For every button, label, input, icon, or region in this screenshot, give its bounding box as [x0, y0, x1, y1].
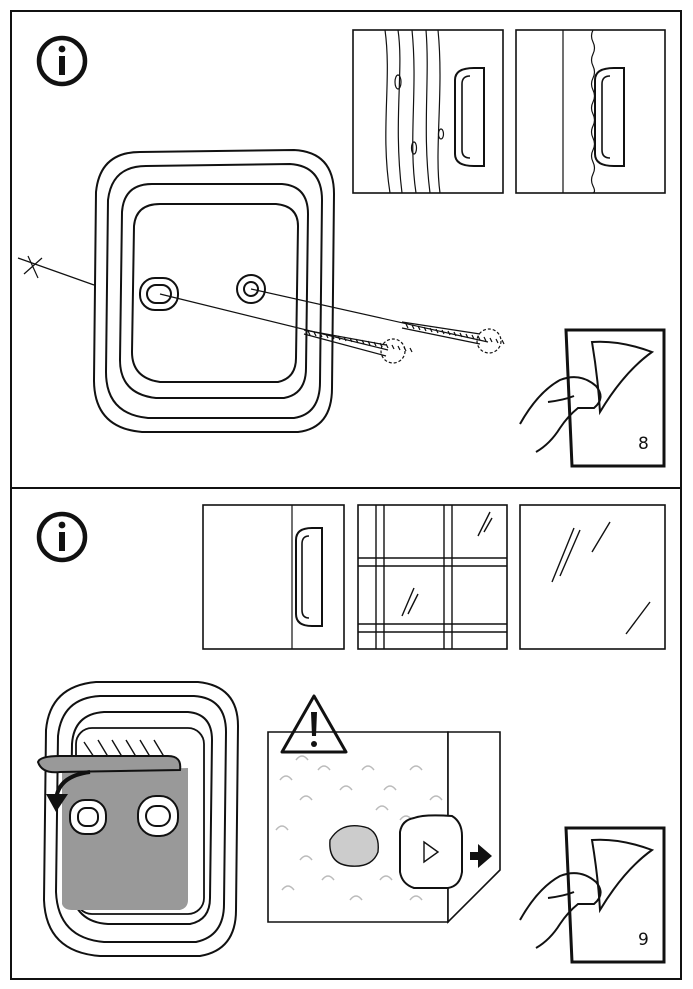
page-number-9: 9: [638, 930, 649, 950]
glass-surface-illustration: [519, 504, 666, 650]
panel-step-8: [17, 29, 666, 468]
adhesive-bracket: [36, 681, 240, 957]
warning-icon: [280, 694, 348, 754]
page-number-8: 8: [638, 434, 649, 454]
textured-surface-illustration: [515, 29, 666, 194]
smooth-surface-illustration: [202, 504, 345, 650]
screw-icon: [303, 321, 505, 364]
mount-bracket: [17, 148, 489, 433]
page-turn-hand-icon: [519, 826, 666, 964]
tile-surface-illustration: [357, 504, 508, 650]
page-frame: [10, 10, 682, 980]
panel-step-9: [36, 504, 666, 964]
info-icon: [36, 511, 88, 563]
wood-surface-illustration: [352, 29, 504, 194]
rotate-arrow-icon: [46, 770, 91, 812]
textured-wall-scene: [267, 731, 501, 924]
info-icon: [36, 35, 88, 87]
page-turn-hand-icon: [519, 328, 666, 468]
